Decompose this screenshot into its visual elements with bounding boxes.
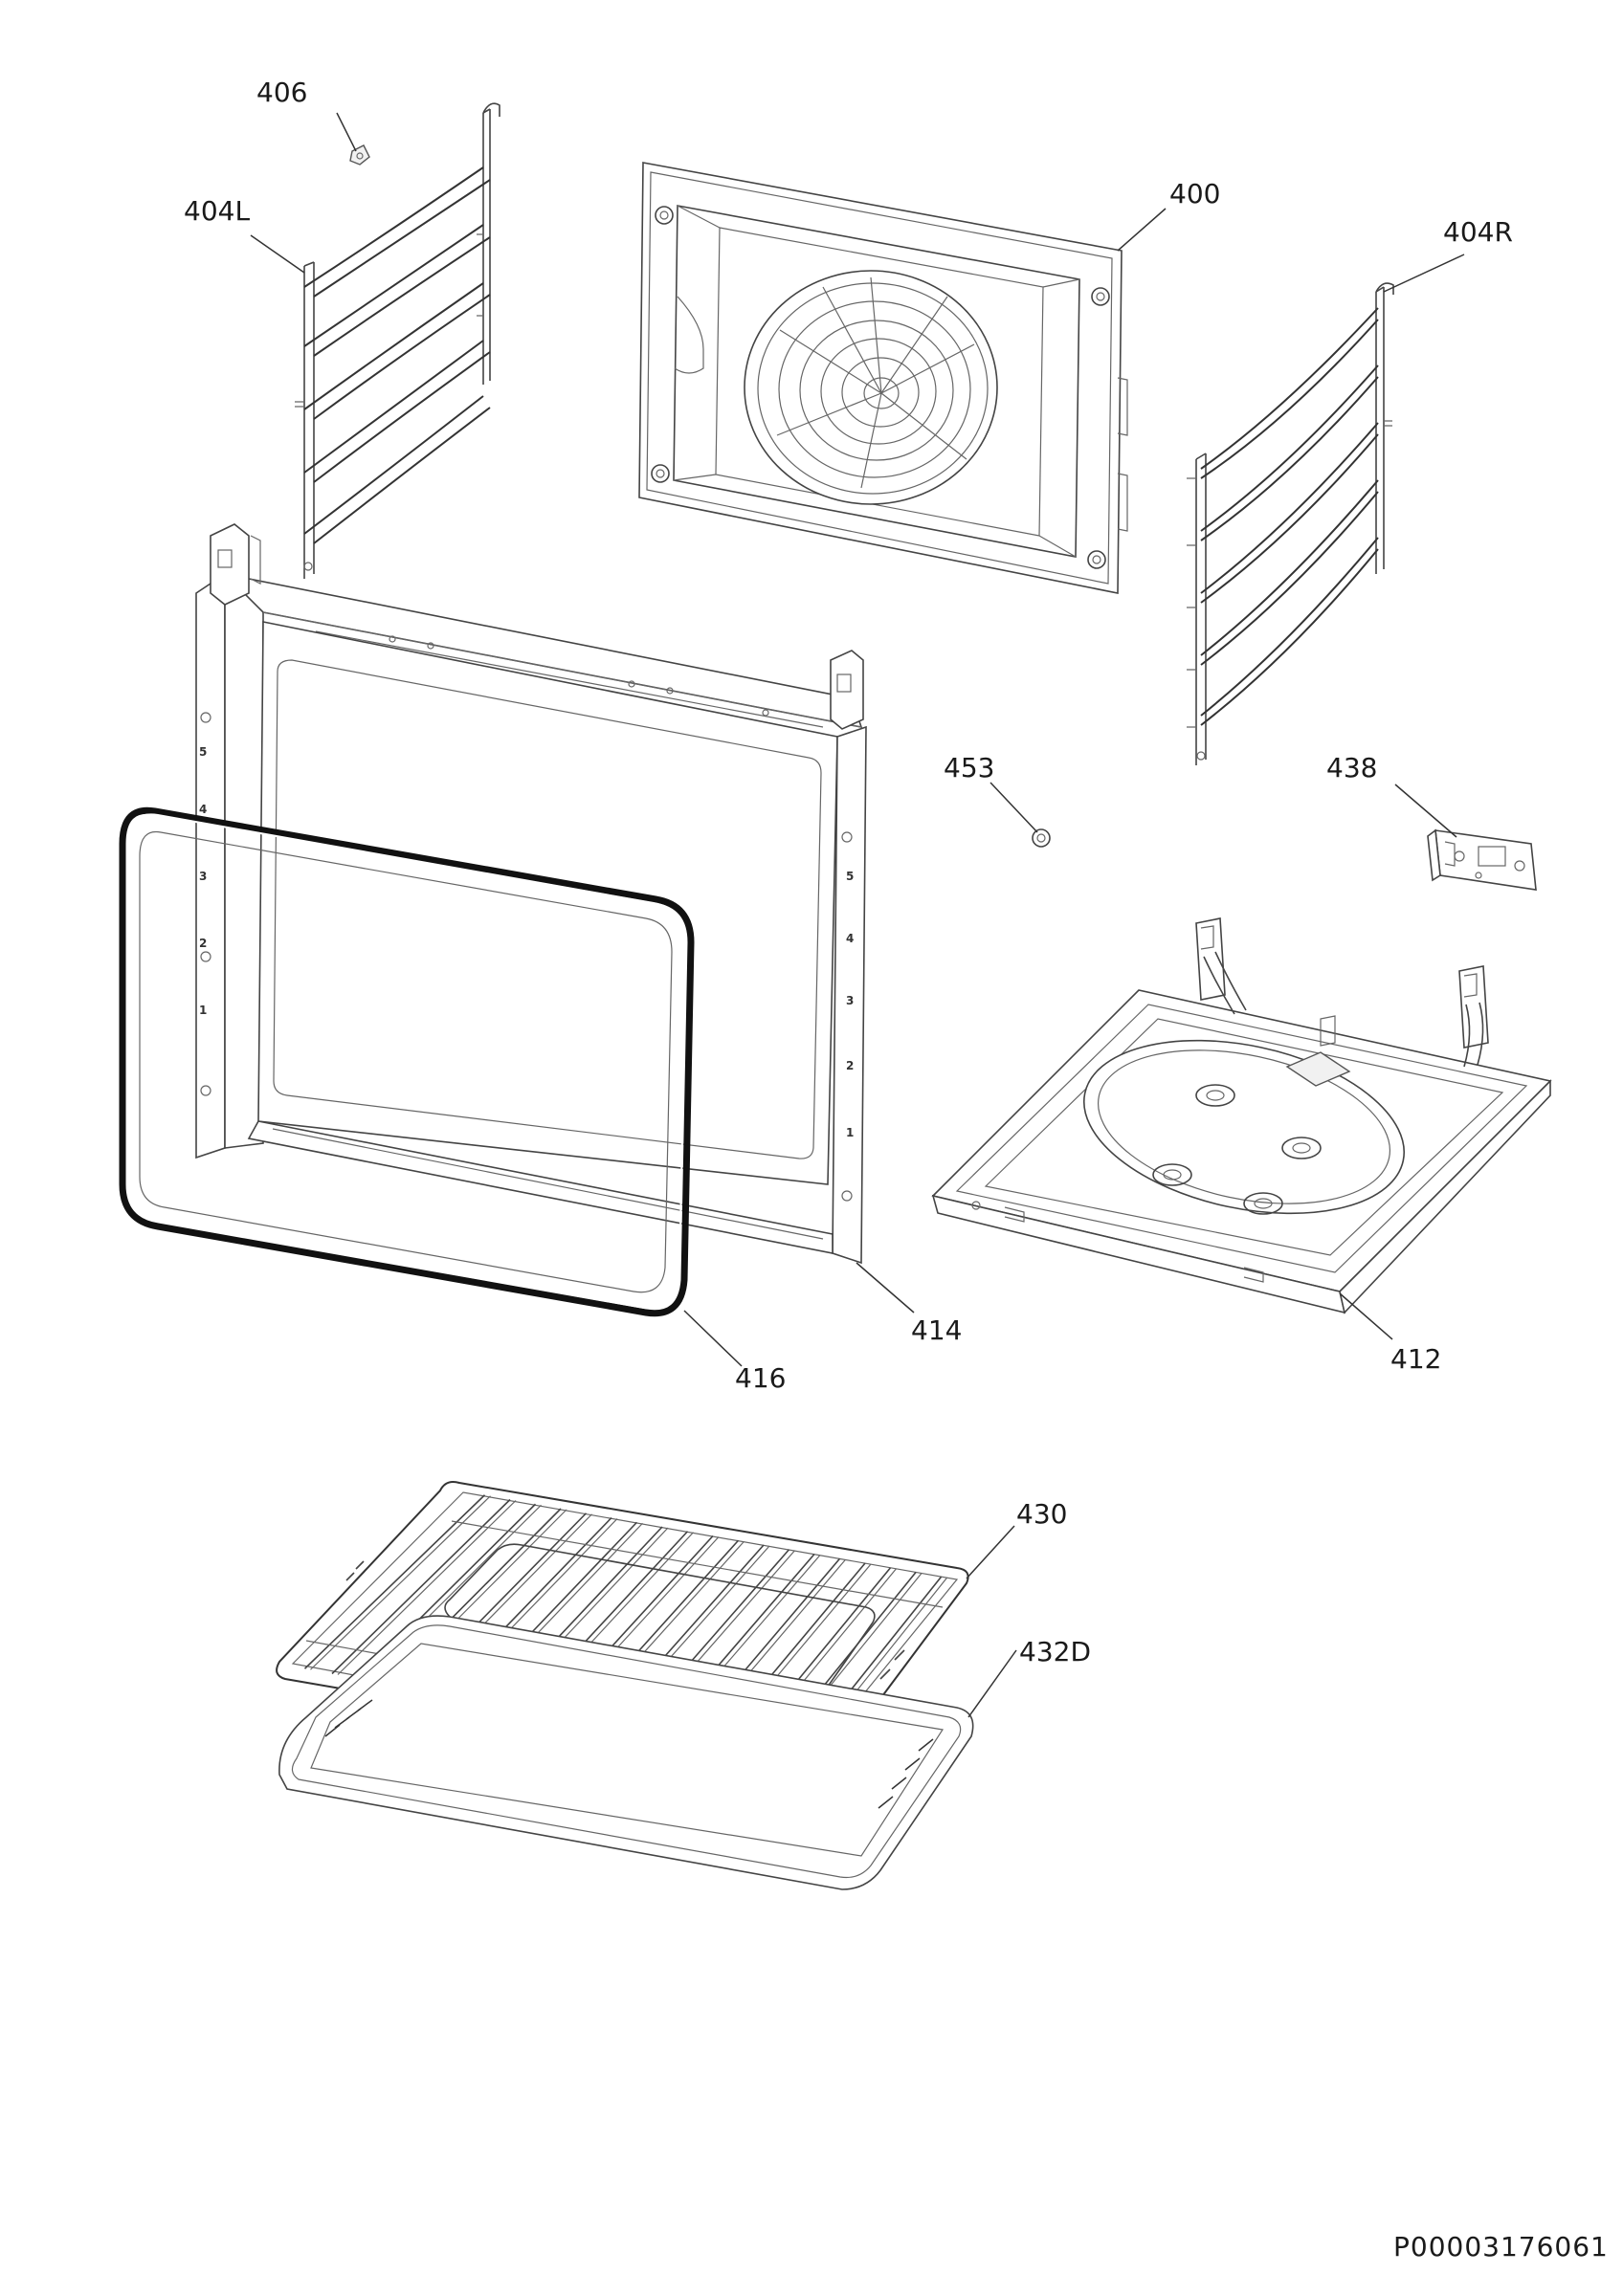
label-438: 438 bbox=[1326, 752, 1377, 784]
label-412: 412 bbox=[1390, 1343, 1441, 1375]
part-404L-left-shelf-support bbox=[295, 102, 500, 579]
part-406-washer bbox=[349, 144, 370, 166]
label-430: 430 bbox=[1016, 1498, 1067, 1530]
label-406: 406 bbox=[256, 77, 307, 108]
part-412-bottom-element-tray bbox=[931, 917, 1552, 1314]
part-453-screw bbox=[1032, 828, 1051, 848]
rack-mark-left-5: 5 bbox=[199, 745, 207, 759]
rack-mark-right-4: 4 bbox=[846, 932, 854, 945]
part-404R-right-shelf-support bbox=[1187, 282, 1394, 765]
rack-mark-right-5: 5 bbox=[846, 870, 854, 883]
document-code: P00003176061 bbox=[1393, 2231, 1609, 2263]
label-404R: 404R bbox=[1443, 216, 1513, 248]
rack-mark-right-2: 2 bbox=[846, 1059, 854, 1072]
fan-guard bbox=[744, 270, 998, 505]
part-labels: 406 404L 400 404R 453 438 414 416 412 43… bbox=[184, 77, 1513, 1667]
rack-mark-left-3: 3 bbox=[199, 870, 207, 883]
part-414-front-frame: 5 4 3 2 1 5 4 3 2 1 bbox=[195, 523, 867, 1265]
label-400: 400 bbox=[1169, 178, 1220, 210]
rack-mark-left-2: 2 bbox=[199, 937, 207, 950]
rack-mark-right-3: 3 bbox=[846, 994, 854, 1007]
part-432D-baking-tray bbox=[278, 1615, 974, 1890]
label-404L: 404L bbox=[184, 195, 250, 227]
part-400-back-panel-fan-cover bbox=[638, 162, 1128, 594]
rack-mark-right-1: 1 bbox=[846, 1126, 854, 1139]
part-438-bracket bbox=[1427, 828, 1537, 891]
label-453: 453 bbox=[944, 752, 994, 784]
label-414: 414 bbox=[911, 1314, 962, 1346]
label-432D: 432D bbox=[1019, 1636, 1091, 1667]
part-416-door-seal bbox=[119, 806, 695, 1317]
leader-lines bbox=[250, 112, 1465, 1718]
rack-mark-left-1: 1 bbox=[199, 1004, 207, 1017]
label-416: 416 bbox=[735, 1362, 786, 1394]
rack-mark-left-4: 4 bbox=[199, 803, 207, 816]
